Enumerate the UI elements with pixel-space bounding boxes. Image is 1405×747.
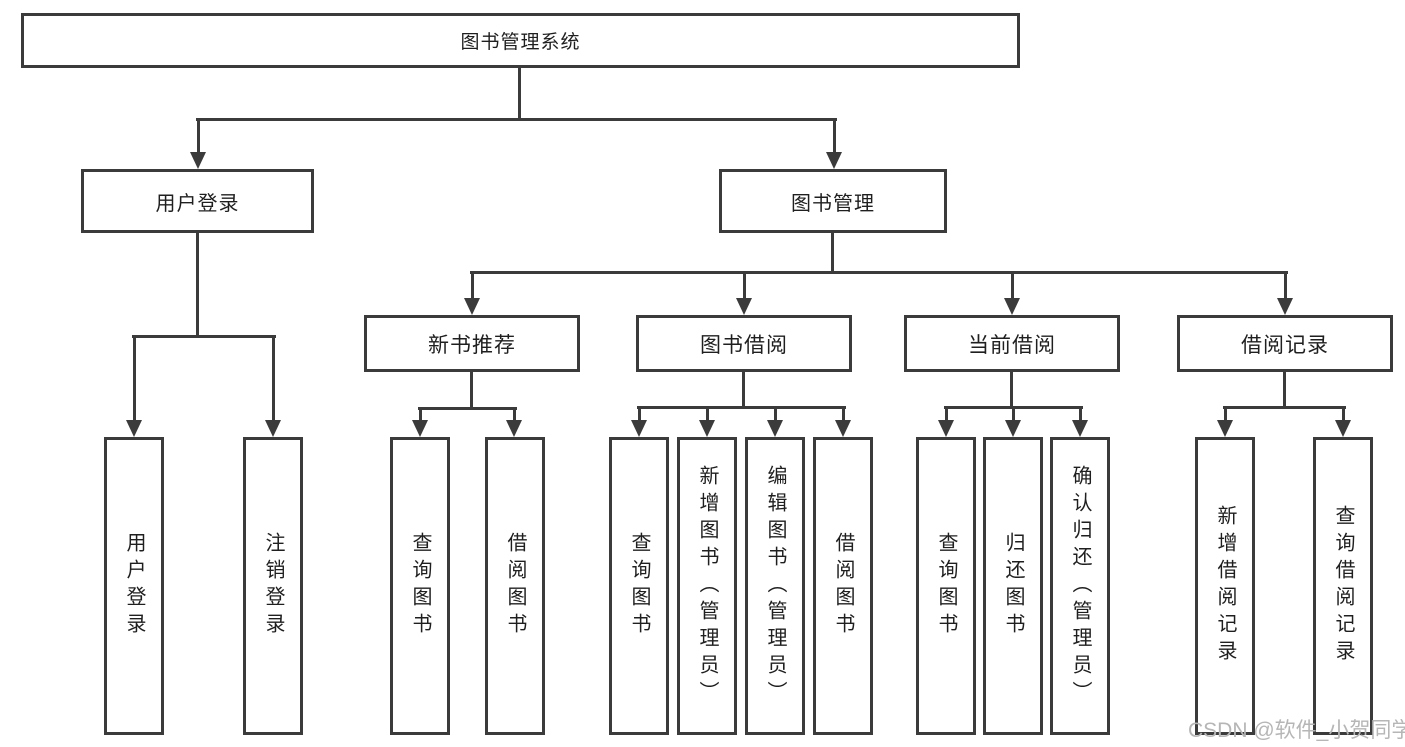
leaf-query-books-2-label: 查询图书 — [628, 532, 650, 640]
leaf-confirm-return-admin-label: 确认归还（管理员） — [1069, 464, 1091, 708]
leaf-logout-label: 注销登录 — [262, 532, 284, 640]
leaf-add-books-admin-label: 新增图书（管理员） — [696, 464, 718, 708]
arrow-down-icon — [835, 420, 851, 437]
connector-bookborrow-stem — [742, 372, 745, 409]
node-current-borrowing-label: 当前借阅 — [968, 333, 1056, 357]
leaf-user-login: 用户登录 — [104, 437, 164, 735]
node-borrowing-records-label: 借阅记录 — [1241, 333, 1329, 357]
leaf-edit-books-admin: 编辑图书（管理员） — [745, 437, 805, 735]
arrow-shaft — [471, 271, 474, 301]
arrow-shaft — [1011, 271, 1014, 301]
arrow-shaft — [513, 407, 516, 423]
arrow-shaft — [638, 406, 641, 423]
leaf-logout: 注销登录 — [243, 437, 303, 735]
arrow-down-icon — [1072, 420, 1088, 437]
arrow-down-icon — [826, 152, 842, 169]
leaf-query-books-1: 查询图书 — [390, 437, 450, 735]
arrow-down-icon — [1277, 298, 1293, 315]
arrow-shaft — [419, 407, 422, 423]
node-new-book-recommendation-label: 新书推荐 — [428, 333, 516, 357]
arrow-shaft — [272, 335, 275, 423]
arrow-down-icon — [1335, 420, 1351, 437]
arrow-shaft — [1224, 406, 1227, 423]
connector-userlogin-branch — [132, 335, 276, 338]
connector-records-stem — [1283, 372, 1286, 409]
arrow-down-icon — [1005, 420, 1021, 437]
arrow-down-icon — [506, 420, 522, 437]
leaf-query-books-3: 查询图书 — [916, 437, 976, 735]
node-book-management-label: 图书管理 — [791, 192, 875, 215]
connector-root-branch — [196, 118, 837, 121]
node-user-login: 用户登录 — [81, 169, 314, 233]
arrow-shaft — [197, 118, 200, 155]
arrow-down-icon — [631, 420, 647, 437]
arrow-shaft — [833, 118, 836, 155]
node-book-borrowing: 图书借阅 — [636, 315, 852, 372]
leaf-query-borrow-record: 查询借阅记录 — [1313, 437, 1373, 735]
connector-bookmgmt-branch — [470, 271, 1288, 274]
arrow-shaft — [774, 406, 777, 423]
connector-bookmgmt-stem — [831, 233, 834, 274]
arrow-down-icon — [265, 420, 281, 437]
arrow-shaft — [842, 406, 845, 423]
leaf-query-books-3-label: 查询图书 — [935, 532, 957, 640]
arrow-shaft — [706, 406, 709, 423]
arrow-shaft — [1012, 406, 1015, 423]
leaf-borrow-books-2: 借阅图书 — [813, 437, 873, 735]
leaf-borrow-books-1-label: 借阅图书 — [504, 532, 526, 640]
leaf-query-borrow-record-label: 查询借阅记录 — [1332, 505, 1354, 667]
leaf-confirm-return-admin: 确认归还（管理员） — [1050, 437, 1110, 735]
node-book-management: 图书管理 — [719, 169, 947, 233]
leaf-return-books-label: 归还图书 — [1002, 532, 1024, 640]
leaf-query-books-2: 查询图书 — [609, 437, 669, 735]
leaf-return-books: 归还图书 — [983, 437, 1043, 735]
arrow-shaft — [945, 406, 948, 423]
arrow-down-icon — [699, 420, 715, 437]
arrow-down-icon — [464, 298, 480, 315]
connector-records-branch — [1223, 406, 1346, 409]
leaf-borrow-books-2-label: 借阅图书 — [832, 532, 854, 640]
arrow-down-icon — [938, 420, 954, 437]
connector-root-stem — [518, 66, 521, 121]
leaf-user-login-label: 用户登录 — [123, 532, 145, 640]
arrow-down-icon — [1217, 420, 1233, 437]
leaf-add-borrow-record-label: 新增借阅记录 — [1214, 505, 1236, 667]
connector-userlogin-stem — [196, 233, 199, 338]
node-library-system: 图书管理系统 — [21, 13, 1020, 68]
connector-currentborrow-stem — [1010, 372, 1013, 409]
leaf-add-borrow-record: 新增借阅记录 — [1195, 437, 1255, 735]
connector-newbook-branch — [418, 407, 517, 410]
leaf-borrow-books-1: 借阅图书 — [485, 437, 545, 735]
watermark: CSDN @软件_小贺同学 — [1188, 719, 1405, 742]
arrow-shaft — [743, 271, 746, 301]
arrow-shaft — [1342, 406, 1345, 423]
arrow-down-icon — [1004, 298, 1020, 315]
arrow-shaft — [133, 335, 136, 423]
arrow-shaft — [1284, 271, 1287, 301]
connector-bookborrow-branch — [637, 406, 846, 409]
arrow-down-icon — [126, 420, 142, 437]
node-user-login-label: 用户登录 — [155, 192, 240, 215]
arrow-down-icon — [767, 420, 783, 437]
node-current-borrowing: 当前借阅 — [904, 315, 1120, 372]
leaf-query-books-1-label: 查询图书 — [409, 532, 431, 640]
arrow-down-icon — [412, 420, 428, 437]
leaf-edit-books-admin-label: 编辑图书（管理员） — [764, 464, 786, 708]
arrow-down-icon — [736, 298, 752, 315]
node-borrowing-records: 借阅记录 — [1177, 315, 1393, 372]
node-book-borrowing-label: 图书借阅 — [700, 333, 788, 357]
node-library-system-label: 图书管理系统 — [460, 32, 581, 53]
connector-newbook-stem — [470, 372, 473, 410]
node-new-book-recommendation: 新书推荐 — [364, 315, 580, 372]
arrow-down-icon — [190, 152, 206, 169]
leaf-add-books-admin: 新增图书（管理员） — [677, 437, 737, 735]
arrow-shaft — [1079, 406, 1082, 423]
